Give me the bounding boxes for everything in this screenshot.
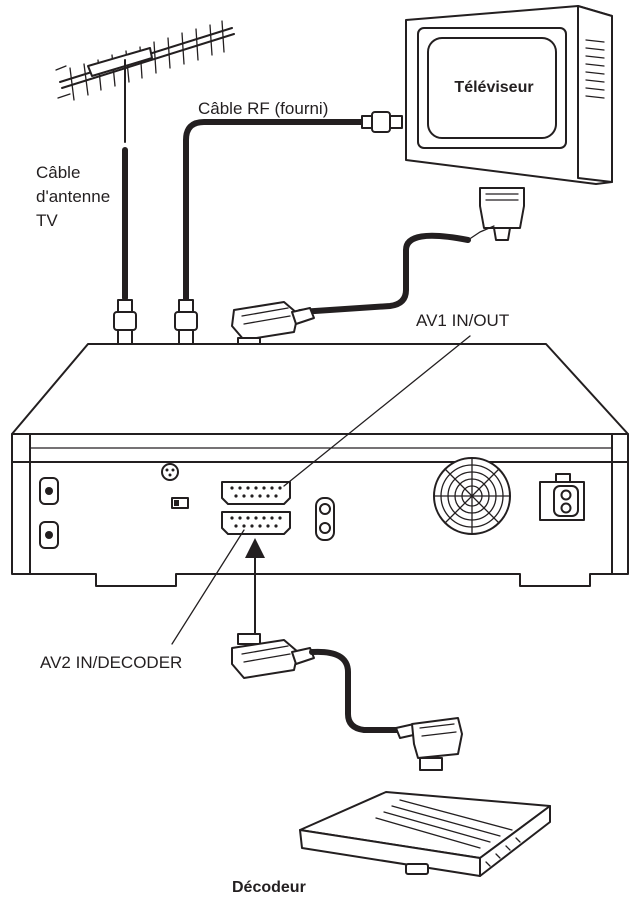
switch-icon (171, 497, 189, 509)
av1-label: AV1 IN/OUT (416, 311, 509, 330)
decoder-box-icon (299, 791, 551, 877)
rf-cable (183, 119, 365, 303)
decoder-label: Décodeur (232, 879, 306, 896)
s-video-socket (161, 463, 179, 481)
av2-leader-line (171, 529, 245, 645)
scart-plug-icon (231, 301, 315, 349)
av1-leader-line (283, 335, 471, 487)
av2-scart-socket (221, 511, 291, 535)
scart-cable-tv (297, 225, 495, 315)
vcr-icon (11, 343, 629, 587)
audio-out-sockets (315, 497, 335, 541)
rf-out-socket (39, 521, 59, 549)
antenna-cable-label-line2: d'antenne (36, 187, 110, 206)
scart-plug-icon (479, 187, 525, 241)
av2-label: AV2 IN/DECODER (40, 653, 182, 672)
fan-grille-icon (433, 457, 511, 535)
antenna-icon (55, 20, 235, 131)
antenna-cable-label-line3: TV (36, 211, 58, 230)
power-socket-icon (539, 473, 585, 521)
antenna-cable-label-line1: Câble (36, 163, 80, 182)
rf-plug-icon (174, 299, 198, 371)
television-icon (405, 5, 613, 185)
rf-plug-icon (361, 111, 403, 133)
av1-scart-socket (221, 481, 291, 505)
scart-plug-icon (395, 717, 463, 771)
rf-cable-label: Câble RF (fourni) (198, 99, 328, 118)
antenna-in-socket (39, 477, 59, 505)
tv-label: Téléviseur (454, 79, 533, 96)
scart-cable-decoder (309, 648, 405, 733)
scart-plug-icon (231, 633, 315, 679)
